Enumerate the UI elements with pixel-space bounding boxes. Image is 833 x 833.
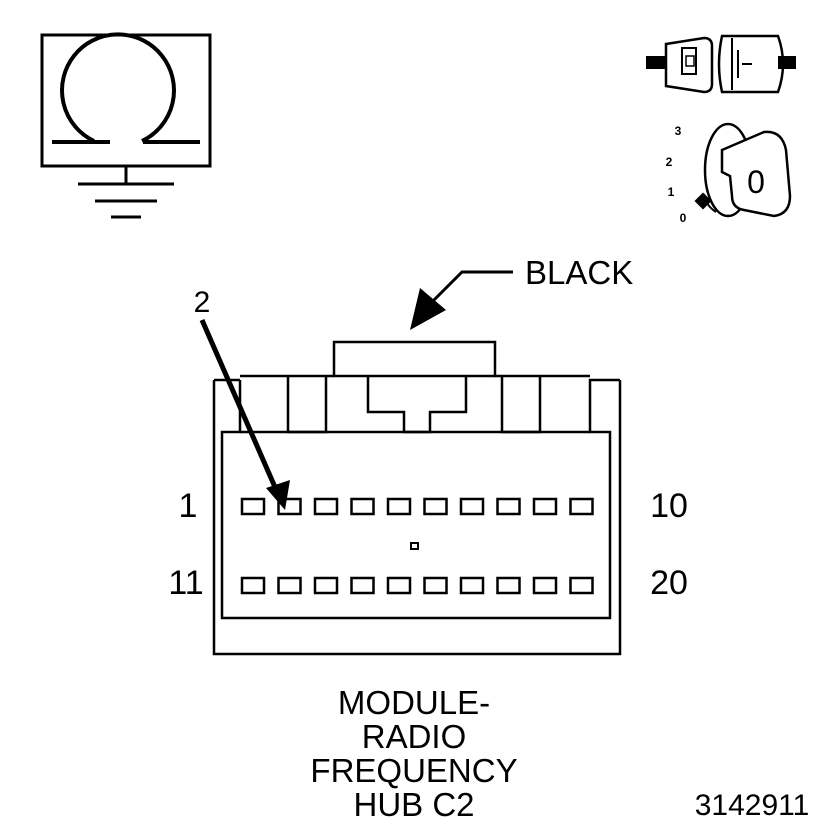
cavity-13 [313,576,339,595]
cavity-3 [313,497,339,516]
ignition-pos-0: 0 [680,211,687,225]
cavity-row-bottom [240,576,594,595]
caption-line-4: HUB C2 [353,786,474,823]
ignition-key-icon: 3 2 1 0 0 [666,122,792,225]
connector-body [212,340,622,656]
ignition-pos-1: 1 [668,185,675,199]
figure-number: 3142911 [695,789,810,822]
ignition-key-label: 0 [747,164,765,200]
caption-line-3: FREQUENCY [310,752,517,789]
cavity-20 [569,576,594,595]
cavity-10 [569,497,594,516]
cavity-6 [423,497,448,516]
cavity-15 [386,576,412,595]
cavity-14 [350,576,375,595]
pin-callout-label: 2 [194,286,211,319]
cavity-16 [423,576,448,595]
pin-label-1: 1 [179,487,198,525]
pin-label-20: 20 [650,564,688,602]
cavity-9 [532,497,558,516]
ignition-pos-3: 3 [675,124,682,138]
caption-line-2: RADIO [362,718,467,755]
cavity-row-top [240,497,594,516]
cavity-12 [277,576,302,595]
cavity-5 [386,497,412,516]
ohmmeter-ground-icon [40,32,212,219]
connector-caption: MODULE- RADIO FREQUENCY HUB C2 [310,684,517,823]
pin-label-11: 11 [168,564,203,602]
cavity-2 [277,497,302,516]
cavity-18 [496,576,521,595]
caption-line-1: MODULE- [338,684,490,721]
cavity-7 [459,497,485,516]
cavity-19 [532,576,558,595]
disconnect-connector-icon [646,34,796,94]
color-callout-arrow [410,288,446,330]
connector-color-label: BLACK [525,254,633,291]
cavity-8 [496,497,521,516]
cavity-17 [459,576,485,595]
polarization-mark [410,542,419,550]
pin-label-10: 10 [650,487,688,525]
cavity-4 [350,497,375,516]
cavity-1 [240,497,266,516]
ignition-pos-2: 2 [666,155,673,169]
cavity-11 [240,576,266,595]
pin-callout-arrow [266,480,290,510]
